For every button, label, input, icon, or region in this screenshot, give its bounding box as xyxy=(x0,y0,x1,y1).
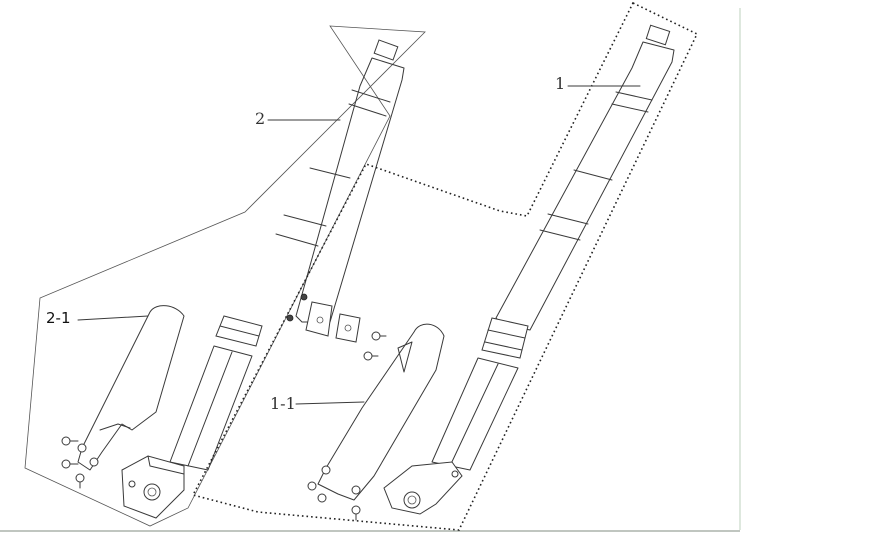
axle-foot-right xyxy=(383,461,463,515)
group-outline-right xyxy=(191,1,699,531)
leader-line-2-1 xyxy=(77,315,149,321)
fork-guard-left xyxy=(77,305,185,471)
fork-guard-right xyxy=(317,323,445,501)
callout-part-2: 2 xyxy=(255,109,266,128)
clamp-hardware xyxy=(286,293,387,521)
leader-line-1-1 xyxy=(295,401,365,405)
callout-part-1-1: 1-1 xyxy=(270,394,296,413)
fork-tube-left xyxy=(169,39,405,471)
callout-part-1: 1 xyxy=(555,74,566,93)
axle-foot-left xyxy=(121,455,185,519)
fork-tube-right xyxy=(431,24,675,471)
bolts-left xyxy=(61,436,85,489)
group-outline-left xyxy=(24,25,426,527)
callout-part-2-1: 2-1 xyxy=(46,309,71,327)
